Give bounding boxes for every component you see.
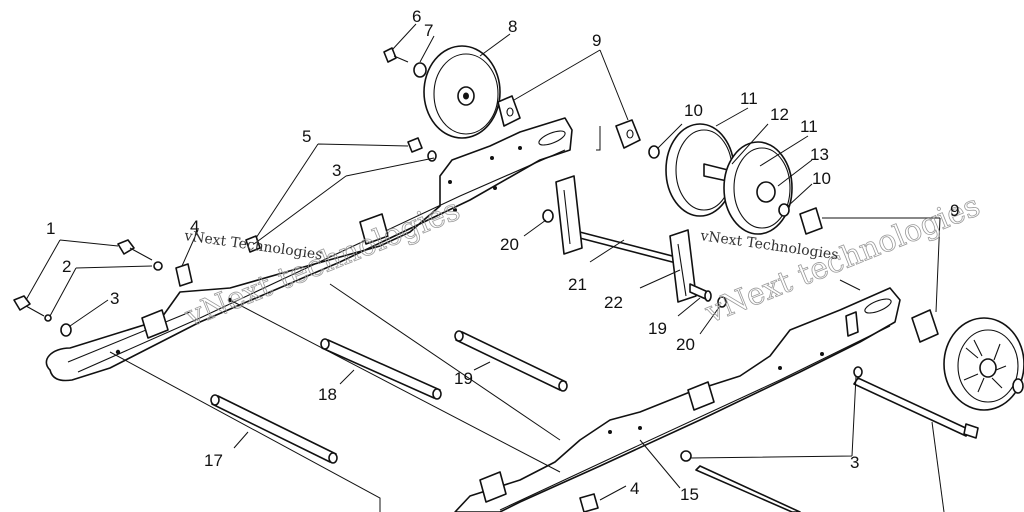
cross-shaft-18 (320, 338, 442, 400)
callout-3: 3 (850, 453, 859, 472)
rail-hardware (245, 137, 727, 512)
watermark-left: vNext technologies vNext Technologies (179, 192, 465, 335)
callout-2: 2 (62, 257, 71, 276)
callout-7: 7 (424, 21, 433, 40)
watermark-small-text: vNext Technologies (182, 228, 323, 263)
alignment-lines (109, 126, 861, 512)
cross-beam-assembly (555, 175, 712, 303)
watermark-large-text: vNext technologies (180, 192, 465, 334)
long-bolts (680, 366, 979, 512)
hardware-left (13, 239, 193, 337)
callout-8: 8 (508, 17, 517, 36)
callout-3: 3 (110, 289, 119, 308)
idler-wheel-right (911, 309, 1024, 411)
callout-15: 15 (680, 485, 699, 504)
callout-11: 11 (800, 117, 818, 136)
wheel-pair-11-12-13 (648, 123, 823, 235)
callout-labels: 1 2 3 3 3 4 4 5 6 7 8 9 9 10 10 11 11 12… (46, 7, 959, 504)
cross-shaft-17 (210, 394, 338, 464)
callout-12: 12 (770, 105, 789, 124)
callout-11: 11 (740, 89, 758, 108)
callout-10: 10 (812, 169, 831, 188)
callout-19: 19 (648, 319, 667, 338)
callout-3: 3 (332, 161, 341, 180)
callout-19: 19 (454, 369, 473, 388)
callout-18: 18 (318, 385, 337, 404)
right-rail (454, 287, 901, 512)
cross-shaft-19 (454, 330, 568, 392)
callout-20: 20 (500, 235, 519, 254)
callout-13: 13 (810, 145, 829, 164)
callout-6: 6 (412, 7, 421, 26)
callout-9: 9 (592, 31, 601, 50)
callout-22: 22 (604, 293, 623, 312)
callout-4: 4 (630, 479, 639, 498)
callout-9: 9 (950, 201, 959, 220)
left-rail (45, 117, 573, 382)
callout-17: 17 (204, 451, 223, 470)
leader-lines (25, 23, 945, 512)
callout-20: 20 (676, 335, 695, 354)
callout-1: 1 (46, 219, 55, 238)
idler-wheel-8 (383, 45, 501, 139)
bracket-9-top (497, 95, 641, 149)
callout-21: 21 (568, 275, 587, 294)
watermark-small-text: vNext Technologies (698, 228, 839, 263)
callout-5: 5 (302, 127, 311, 146)
callout-10: 10 (684, 101, 703, 120)
callout-4: 4 (190, 217, 199, 236)
